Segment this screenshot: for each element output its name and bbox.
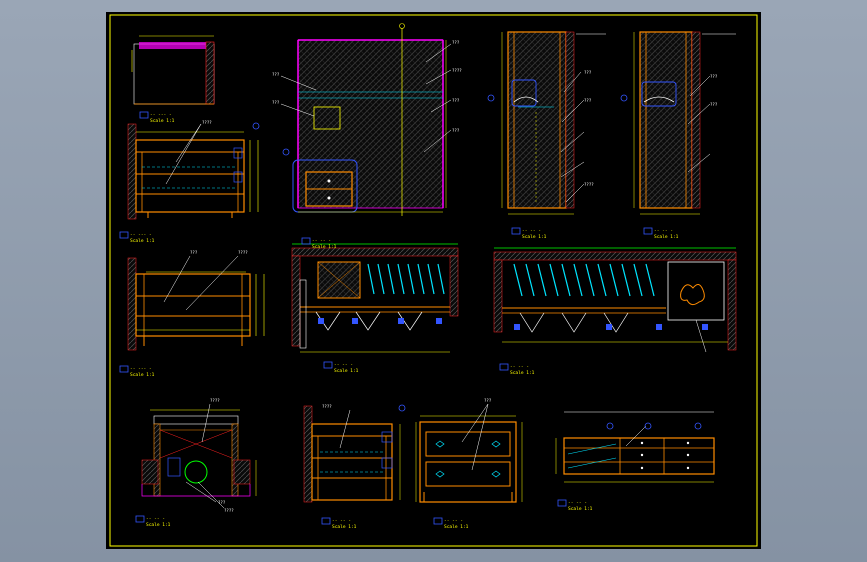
view-title-6: -- --- -: [130, 367, 152, 372]
note-label: ???: [452, 128, 460, 133]
view-scale-2: Scale 1:1: [130, 238, 155, 244]
view-6-elevation: [127, 255, 265, 351]
drawing-sheet[interactable]: -- --- - Scale 1:1 -- --- - Scale 1:1 --…: [106, 12, 761, 549]
view-title-8: -- -- -: [510, 365, 529, 370]
view-title-1: -- --- -: [150, 113, 172, 118]
note-label: ???: [190, 250, 198, 255]
view-scale-7: Scale 1:1: [334, 368, 359, 374]
note-label: ????: [202, 120, 212, 125]
view-scale-8: Scale 1:1: [510, 370, 535, 376]
view-1-section: [131, 35, 215, 105]
note-label: ????: [322, 404, 332, 409]
view-8-plan: [493, 247, 737, 353]
note-label: ????: [584, 182, 594, 187]
note-label: ????: [210, 398, 220, 403]
view-scale-11: Scale 1:1: [444, 524, 469, 530]
view-title-5: -- -- -: [654, 229, 673, 234]
view-title-10: -- -- -: [332, 519, 351, 524]
view-9-section: [141, 403, 257, 509]
view-11-elevation: [415, 403, 523, 503]
view-2-elevation: [127, 122, 260, 220]
view-3-elevation: [280, 23, 452, 216]
view-7-plan: [291, 243, 459, 353]
sheet-frame: [109, 14, 758, 547]
view-scale-1: Scale 1:1: [150, 118, 175, 124]
view-title-markers: [119, 111, 653, 525]
view-scale-3: Scale 1:1: [312, 244, 337, 250]
view-title-11: -- -- -: [444, 519, 463, 524]
view-scale-4: Scale 1:1: [522, 234, 547, 240]
view-scale-5: Scale 1:1: [654, 234, 679, 240]
view-12-elevation: [555, 411, 715, 483]
note-label: ???: [452, 98, 460, 103]
note-label: ????: [224, 508, 234, 513]
note-label: ???: [710, 102, 718, 107]
view-scale-6: Scale 1:1: [130, 372, 155, 378]
note-label: ???: [710, 74, 718, 79]
note-label: ???: [484, 398, 492, 403]
view-scale-9: Scale 1:1: [146, 522, 171, 528]
note-label: ???: [272, 100, 280, 105]
note-label: ???: [272, 72, 280, 77]
view-scale-12: Scale 1:1: [568, 506, 593, 512]
drawing-canvas[interactable]: -- --- - Scale 1:1 -- --- - Scale 1:1 --…: [106, 12, 761, 549]
view-title-12: -- -- -: [568, 501, 587, 506]
note-label: ???: [218, 500, 226, 505]
note-label: ???: [584, 70, 592, 75]
view-7-hangers: [367, 263, 445, 295]
view-title-7: -- -- -: [334, 363, 353, 368]
view-title-4: -- -- -: [522, 229, 541, 234]
note-label: ???: [584, 98, 592, 103]
note-label: ????: [452, 68, 462, 73]
view-title-9: -- -- -: [146, 517, 165, 522]
view-title-2: -- --- -: [130, 233, 152, 238]
view-8-hangers: [513, 263, 655, 297]
view-title-3: -- -- -: [312, 239, 331, 244]
view-5-elevation: [620, 31, 736, 215]
note-label: ????: [238, 250, 248, 255]
note-label: ???: [452, 40, 460, 45]
view-4-elevation: [487, 31, 606, 215]
view-scale-10: Scale 1:1: [332, 524, 357, 530]
view-10-section: [303, 404, 406, 503]
